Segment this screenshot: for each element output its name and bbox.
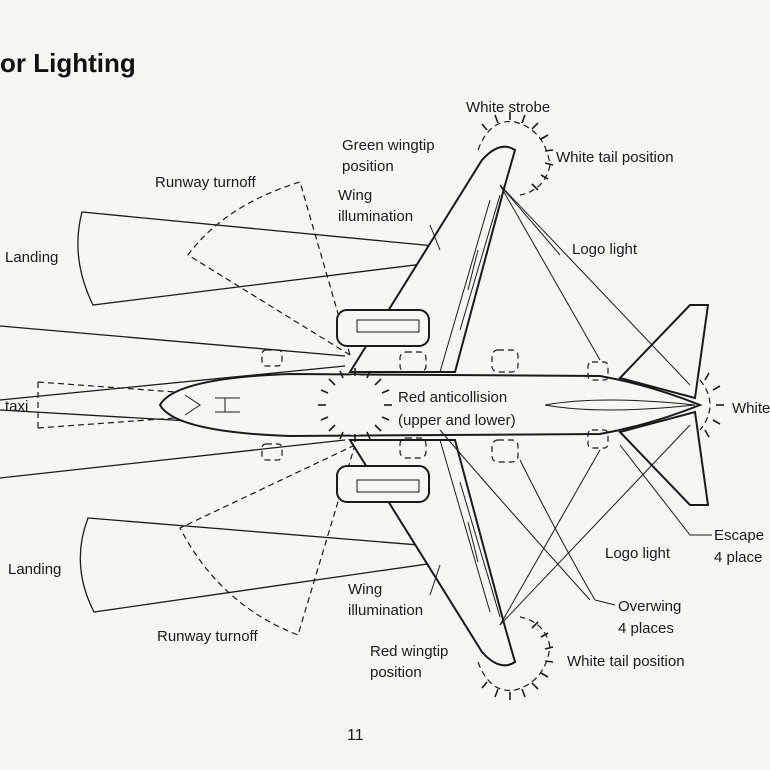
label-red-anticollision: Red anticollision bbox=[398, 389, 507, 406]
label-wing-illumination-bottom: illumination bbox=[348, 602, 423, 619]
lower-stabilizer bbox=[618, 410, 710, 506]
label-wing-illumination-top: illumination bbox=[338, 208, 413, 225]
label-escape-places: 4 place bbox=[714, 549, 762, 566]
label-overwing-places: 4 places bbox=[618, 620, 674, 637]
label-white-tail-top: White tail position bbox=[556, 149, 674, 166]
upper-engine bbox=[336, 309, 430, 347]
fuselage-centerline bbox=[544, 399, 696, 411]
label-green-wingtip: Green wingtip bbox=[342, 137, 435, 154]
label-escape: Escape bbox=[714, 527, 764, 544]
label-logo-light-bottom: Logo light bbox=[605, 545, 671, 562]
landing-beam-bottom bbox=[79, 517, 456, 613]
label-red-wingtip-position: position bbox=[370, 664, 422, 681]
red-anticollision-light bbox=[318, 368, 392, 442]
label-logo-light-top: Logo light bbox=[572, 241, 638, 258]
label-landing-bottom: Landing bbox=[8, 561, 61, 578]
landing-beam-top bbox=[77, 211, 456, 306]
page-title: or Lighting bbox=[0, 48, 136, 78]
lower-wing-flaps bbox=[439, 439, 501, 618]
label-white-tail-bottom: White tail position bbox=[567, 653, 685, 670]
label-wing-bottom: Wing bbox=[348, 581, 382, 598]
label-wing-top: Wing bbox=[338, 187, 372, 204]
label-red-anticollision-sub: (upper and lower) bbox=[398, 412, 516, 429]
fixed-landing-beam-top bbox=[0, 325, 346, 401]
overwing-light-symbols bbox=[261, 349, 609, 463]
runway-turnoff-beam-bottom bbox=[179, 443, 356, 636]
label-runway-turnoff-top: Runway turnoff bbox=[155, 174, 256, 191]
label-runway-turnoff-bottom: Runway turnoff bbox=[157, 628, 258, 645]
label-landing-top: Landing bbox=[5, 249, 58, 266]
label-white-right: White bbox=[732, 400, 770, 417]
white-strobe-bottom bbox=[477, 616, 554, 700]
cockpit-marks bbox=[184, 394, 240, 416]
lower-engine bbox=[336, 465, 430, 503]
page-number: 11 bbox=[347, 727, 364, 744]
white-strobe-top bbox=[477, 112, 554, 196]
runway-turnoff-beam-top bbox=[187, 181, 352, 357]
taxi-beam bbox=[37, 381, 176, 429]
fuselage bbox=[158, 372, 703, 438]
upper-stabilizer bbox=[618, 304, 710, 400]
label-red-wingtip: Red wingtip bbox=[370, 643, 448, 660]
label-white-strobe: White strobe bbox=[466, 99, 550, 116]
leader-lines bbox=[429, 184, 712, 626]
label-overwing: Overwing bbox=[618, 598, 681, 615]
label-green-wingtip-position: position bbox=[342, 158, 394, 175]
lower-engine-pylon bbox=[356, 479, 420, 493]
upper-engine-pylon bbox=[356, 319, 420, 333]
upper-wing-flaps bbox=[439, 194, 501, 373]
label-taxi: taxi bbox=[5, 398, 28, 415]
white-tail-light bbox=[699, 372, 724, 438]
